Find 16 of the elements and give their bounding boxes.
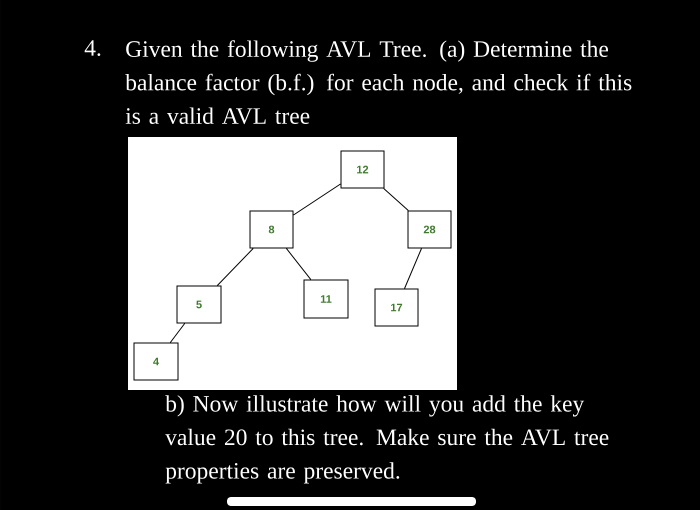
question-number: 4. [84, 40, 100, 56]
tree-node-box: 12 [340, 150, 384, 188]
tree-node-box: 5 [176, 286, 222, 324]
question-text: Given the following AVL Tree. (a) Determine the balance factor (b.f.) for each node, and check if this is a valid AVL tree [125, 40, 632, 124]
question-text: b) Now illustrate how will you add the key value 20 to this tree. Make sure the AVL tree properties are preserved. [165, 395, 608, 484]
tree-edge [216, 248, 254, 286]
tree-node-box: 11 [304, 280, 348, 318]
tree-node-box: 28 [408, 210, 452, 248]
tree-node-box: 8 [250, 210, 294, 248]
tree-edge [170, 323, 186, 343]
tree-edge [286, 248, 312, 280]
tree-edge [293, 184, 341, 216]
tree-node-box: 17 [374, 288, 418, 326]
tree-edge [404, 248, 422, 289]
tree-node-box: 4 [134, 342, 178, 380]
tree-edge [383, 188, 409, 211]
